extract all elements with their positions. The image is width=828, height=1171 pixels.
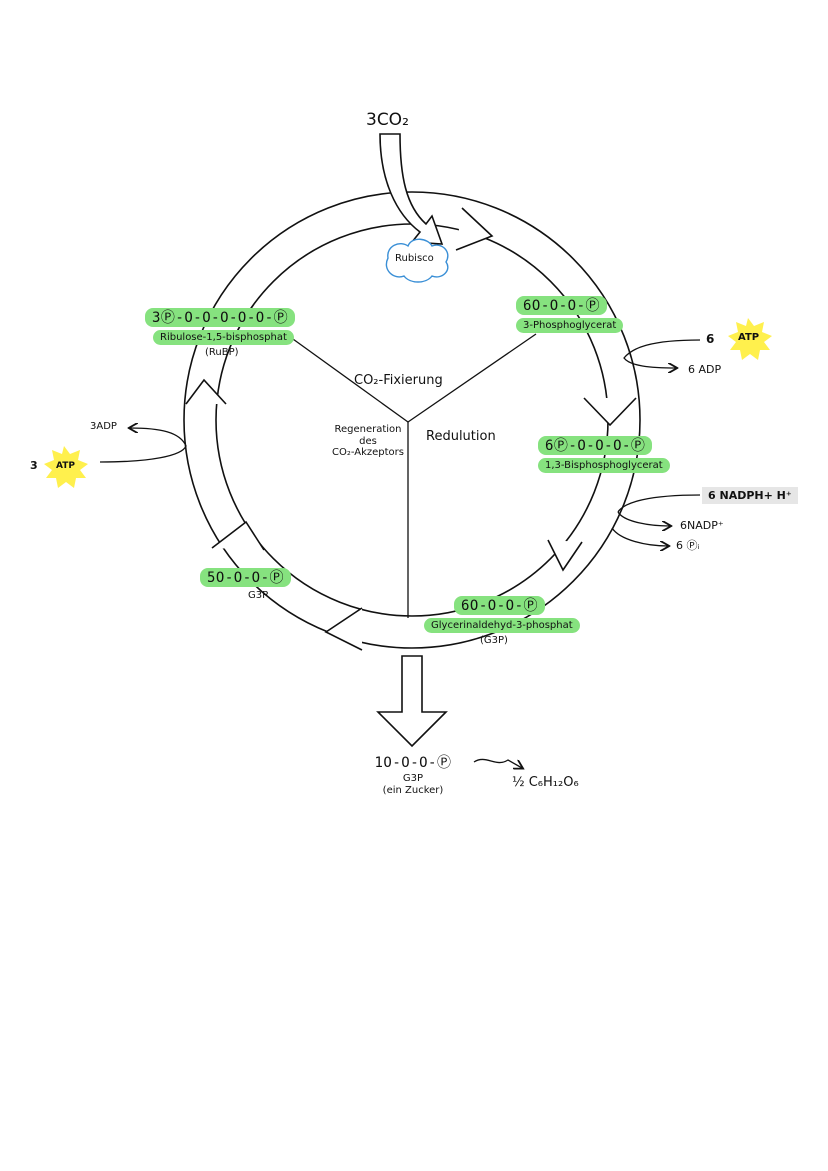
g3p6-abbr: (G3P) bbox=[480, 635, 508, 646]
pga3-chain: 6O-O-O-Ⓟ bbox=[516, 296, 608, 315]
g3p5-node: 5O-O-O-Ⓟ G3P bbox=[200, 568, 292, 601]
nadp-label: 6NADP⁺ bbox=[680, 519, 724, 532]
rubp-name: Ribulose-1,5-bisphosphat bbox=[153, 330, 294, 345]
rubp-chain: 3Ⓟ-O-O-O-O-O-Ⓟ bbox=[145, 308, 296, 327]
g3p5-abbr: G3P bbox=[248, 590, 269, 601]
nadph-label: 6 NADPH+ H⁺ bbox=[702, 487, 798, 504]
pga3-node: 6O-O-O-Ⓟ 3-Phosphoglycerat bbox=[516, 296, 624, 333]
bpg-name: 1,3-Bisphosphoglycerat bbox=[538, 458, 670, 473]
atp-starburst-left bbox=[44, 446, 88, 488]
atp-left-label: ATP bbox=[56, 461, 76, 471]
atp-left-count: 3 bbox=[30, 459, 38, 472]
nadp-arrow bbox=[617, 511, 670, 526]
regeneration-line-2: des bbox=[359, 435, 377, 447]
cycle-arrowhead-right-lower bbox=[547, 539, 583, 572]
pi-arrow bbox=[611, 527, 668, 546]
regeneration-line-3: CO₂-Akzeptors bbox=[332, 447, 404, 458]
atp-to-adp-arrow-right bbox=[623, 339, 701, 368]
cycle-arrowhead-bottom bbox=[324, 607, 363, 651]
g3p6-chain: 6O-O-O-Ⓟ bbox=[454, 596, 546, 615]
cycle-arrowhead-right-upper bbox=[583, 397, 637, 427]
co2-fixation-label: CO₂-Fixierung bbox=[354, 373, 443, 388]
co2-label: 3CO₂ bbox=[366, 110, 409, 130]
cycle-outer-ring bbox=[183, 191, 641, 649]
g3p1-node: 1O-O-O-Ⓟ G3P (ein Zucker) bbox=[358, 756, 468, 796]
g3p1-chain: 1O-O-O-Ⓟ bbox=[374, 755, 452, 771]
adp-right-label: 6 ADP bbox=[688, 363, 722, 376]
rubp-node: 3Ⓟ-O-O-O-O-O-Ⓟ Ribulose-1,5-bisphosphat … bbox=[145, 308, 296, 358]
divider-to-3pga bbox=[407, 333, 537, 423]
atp-right-count: 6 bbox=[706, 332, 715, 346]
g3p6-node: 6O-O-O-Ⓟ Glycerinaldehyd-3-phosphat (G3P… bbox=[424, 596, 580, 646]
atp-right-label: ATP bbox=[738, 332, 760, 343]
g3p6-name: Glycerinaldehyd-3-phosphat bbox=[424, 618, 580, 633]
co2-input-arrow bbox=[379, 133, 444, 245]
g3p-output-arrow bbox=[376, 655, 448, 748]
glucose-arrow bbox=[473, 758, 522, 768]
nadph-line bbox=[617, 494, 701, 513]
rubisco-label: Rubisco bbox=[395, 253, 434, 264]
pga3-name: 3-Phosphoglycerat bbox=[516, 318, 624, 333]
divider-to-rubp bbox=[285, 333, 409, 423]
regeneration-line-1: Regeneration bbox=[334, 424, 402, 435]
regeneration-label: Regeneration des CO₂-Akzeptors bbox=[330, 424, 406, 459]
adp-left-label: 3ADP bbox=[90, 421, 117, 432]
bpg-chain: 6Ⓟ-O-O-O-Ⓟ bbox=[538, 436, 653, 455]
cycle-arrowhead-left-upper bbox=[185, 378, 227, 405]
rubp-abbr: (RuBP) bbox=[205, 347, 239, 358]
glucose-label: ½ C₆H₁₂O₆ bbox=[512, 775, 579, 790]
bpg-node: 6Ⓟ-O-O-O-Ⓟ 1,3-Bisphosphoglycerat bbox=[538, 436, 670, 473]
g3p1-abbr: G3P bbox=[402, 773, 424, 784]
g3p5-chain: 5O-O-O-Ⓟ bbox=[200, 568, 292, 587]
cycle-arrowhead-top bbox=[455, 207, 494, 251]
g3p1-note: (ein Zucker) bbox=[382, 785, 444, 796]
rubisco-cloud bbox=[385, 238, 449, 283]
atp-to-adp-arrow-left bbox=[99, 428, 187, 463]
cycle-arrowhead-left-lower bbox=[211, 520, 265, 551]
reduction-label: Redulution bbox=[426, 429, 496, 444]
atp-starburst-right bbox=[728, 318, 772, 360]
pi-label: 6 Ⓟᵢ bbox=[676, 539, 700, 552]
